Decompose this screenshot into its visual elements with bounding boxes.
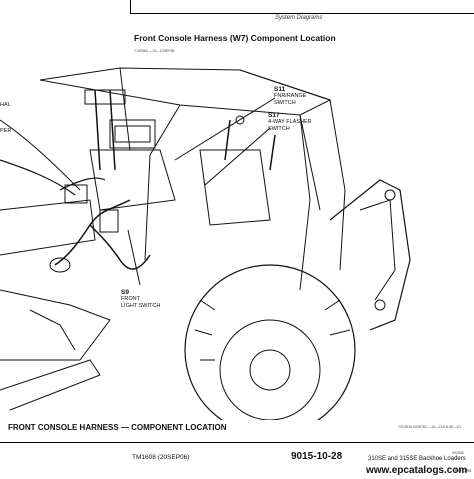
footer-rule — [0, 442, 474, 443]
callout-s11-id: S11 — [274, 86, 286, 93]
callout-s17-line2: SWITCH — [268, 125, 290, 132]
page-number: 9015-10-28 — [291, 451, 343, 462]
footer-small-number: 092906 — [452, 451, 464, 455]
figure-code: T100584 —19—10SEP96 — [134, 49, 175, 53]
footer-code: TXL9510,0008782 —19—21JUL98—1/1 — [398, 425, 462, 429]
callout-s9-id: S9 — [121, 289, 129, 296]
pn-label: PN=184 — [455, 468, 472, 473]
figure-caption: FRONT CONSOLE HARNESS — COMPONENT LOCATI… — [8, 423, 227, 432]
callout-s17-line1: 4-WAY FLASHER — [268, 119, 312, 125]
callout-s11-line1: FNR/RANGE — [274, 93, 307, 99]
callout-cut-left-1: HAL — [0, 102, 11, 108]
backhoe-illustration — [0, 67, 411, 420]
section-label: System Diagrams — [275, 15, 323, 21]
book-title: 310SE and 315SE Backhoe Loaders — [368, 456, 466, 462]
callout-s17-id: S17 — [268, 112, 280, 119]
header-rule — [130, 13, 474, 14]
callout-cut-left-2: PER — [0, 128, 12, 134]
watermark-site: www.epcatalogs.com — [366, 465, 468, 476]
manual-number: TM1608 (20SEP06) — [132, 454, 190, 461]
figure-title: Front Console Harness (W7) Component Loc… — [134, 33, 336, 43]
callout-s9-line1: FRONT — [121, 296, 140, 302]
header-divider — [130, 0, 131, 14]
callout-s11-line2: SWITCH — [274, 99, 296, 106]
callout-s9-line2: LIGHT SWITCH — [121, 302, 161, 309]
